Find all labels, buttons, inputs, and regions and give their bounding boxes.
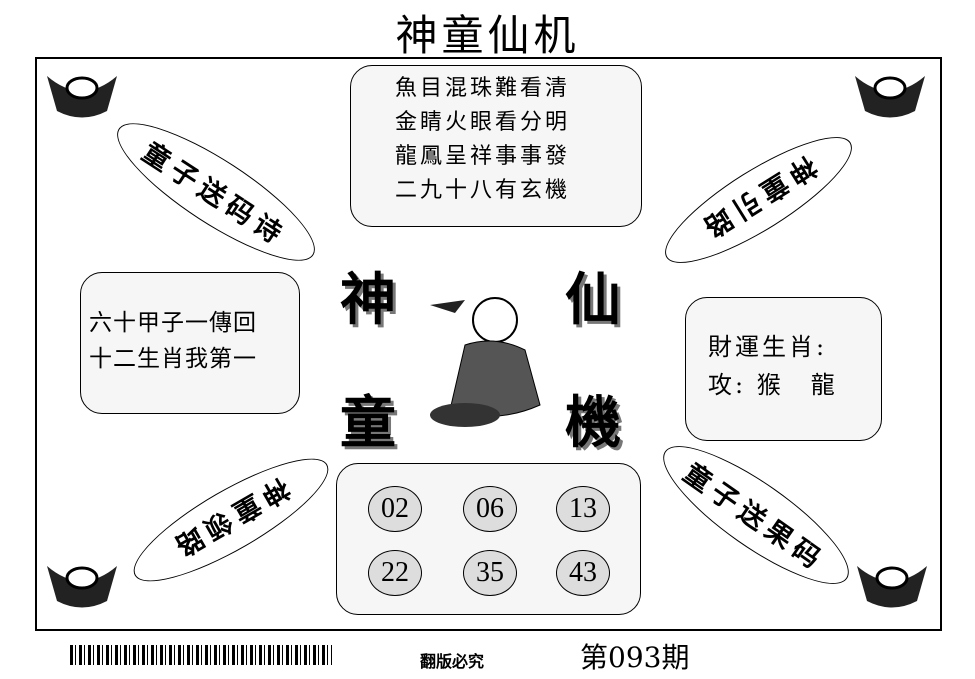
poem-line: 二九十八有玄機: [395, 178, 571, 203]
center-char: 機: [565, 390, 621, 456]
copyright-notice: 翻版必究: [420, 652, 485, 671]
center-char: 神: [340, 267, 396, 333]
number-ball: 22: [368, 550, 422, 596]
page-title: 神童仙机: [395, 11, 580, 60]
number-ball: 35: [463, 550, 517, 596]
verse-bubble: 六十甲子一傳回 十二生肖我第一: [80, 272, 300, 414]
center-char: 童: [340, 390, 396, 456]
gold-ingot-icon: [857, 566, 927, 608]
issue-number: 第093期: [580, 641, 690, 674]
child-illustration: [430, 297, 541, 427]
verse-line: 十二生肖我第一: [89, 346, 257, 372]
poem-line: 龍鳳呈祥事事發: [395, 144, 571, 169]
number-ball: 43: [556, 550, 610, 596]
zodiac-label: 財運生肖:: [708, 333, 828, 361]
main-frame: [35, 57, 942, 631]
gold-ingot-icon: [47, 566, 117, 608]
poem-line: 魚目混珠難看清: [395, 76, 571, 101]
zodiac-value: 攻: 猴 龍: [708, 371, 838, 399]
zodiac-bubble: 財運生肖: 攻: 猴 龍: [685, 297, 882, 441]
gold-ingot-icon: [47, 76, 117, 118]
poem-line: 金睛火眼看分明: [395, 110, 571, 135]
number-ball: 06: [463, 486, 517, 532]
barcode: [70, 645, 332, 665]
gold-ingot-icon: [855, 76, 925, 118]
center-char: 仙: [565, 267, 621, 333]
poem-bubble: 魚目混珠難看清 金睛火眼看分明 龍鳳呈祥事事發 二九十八有玄機: [350, 65, 642, 227]
verse-line: 六十甲子一傳回: [89, 310, 257, 336]
number-ball: 02: [368, 486, 422, 532]
number-ball: 13: [556, 486, 610, 532]
